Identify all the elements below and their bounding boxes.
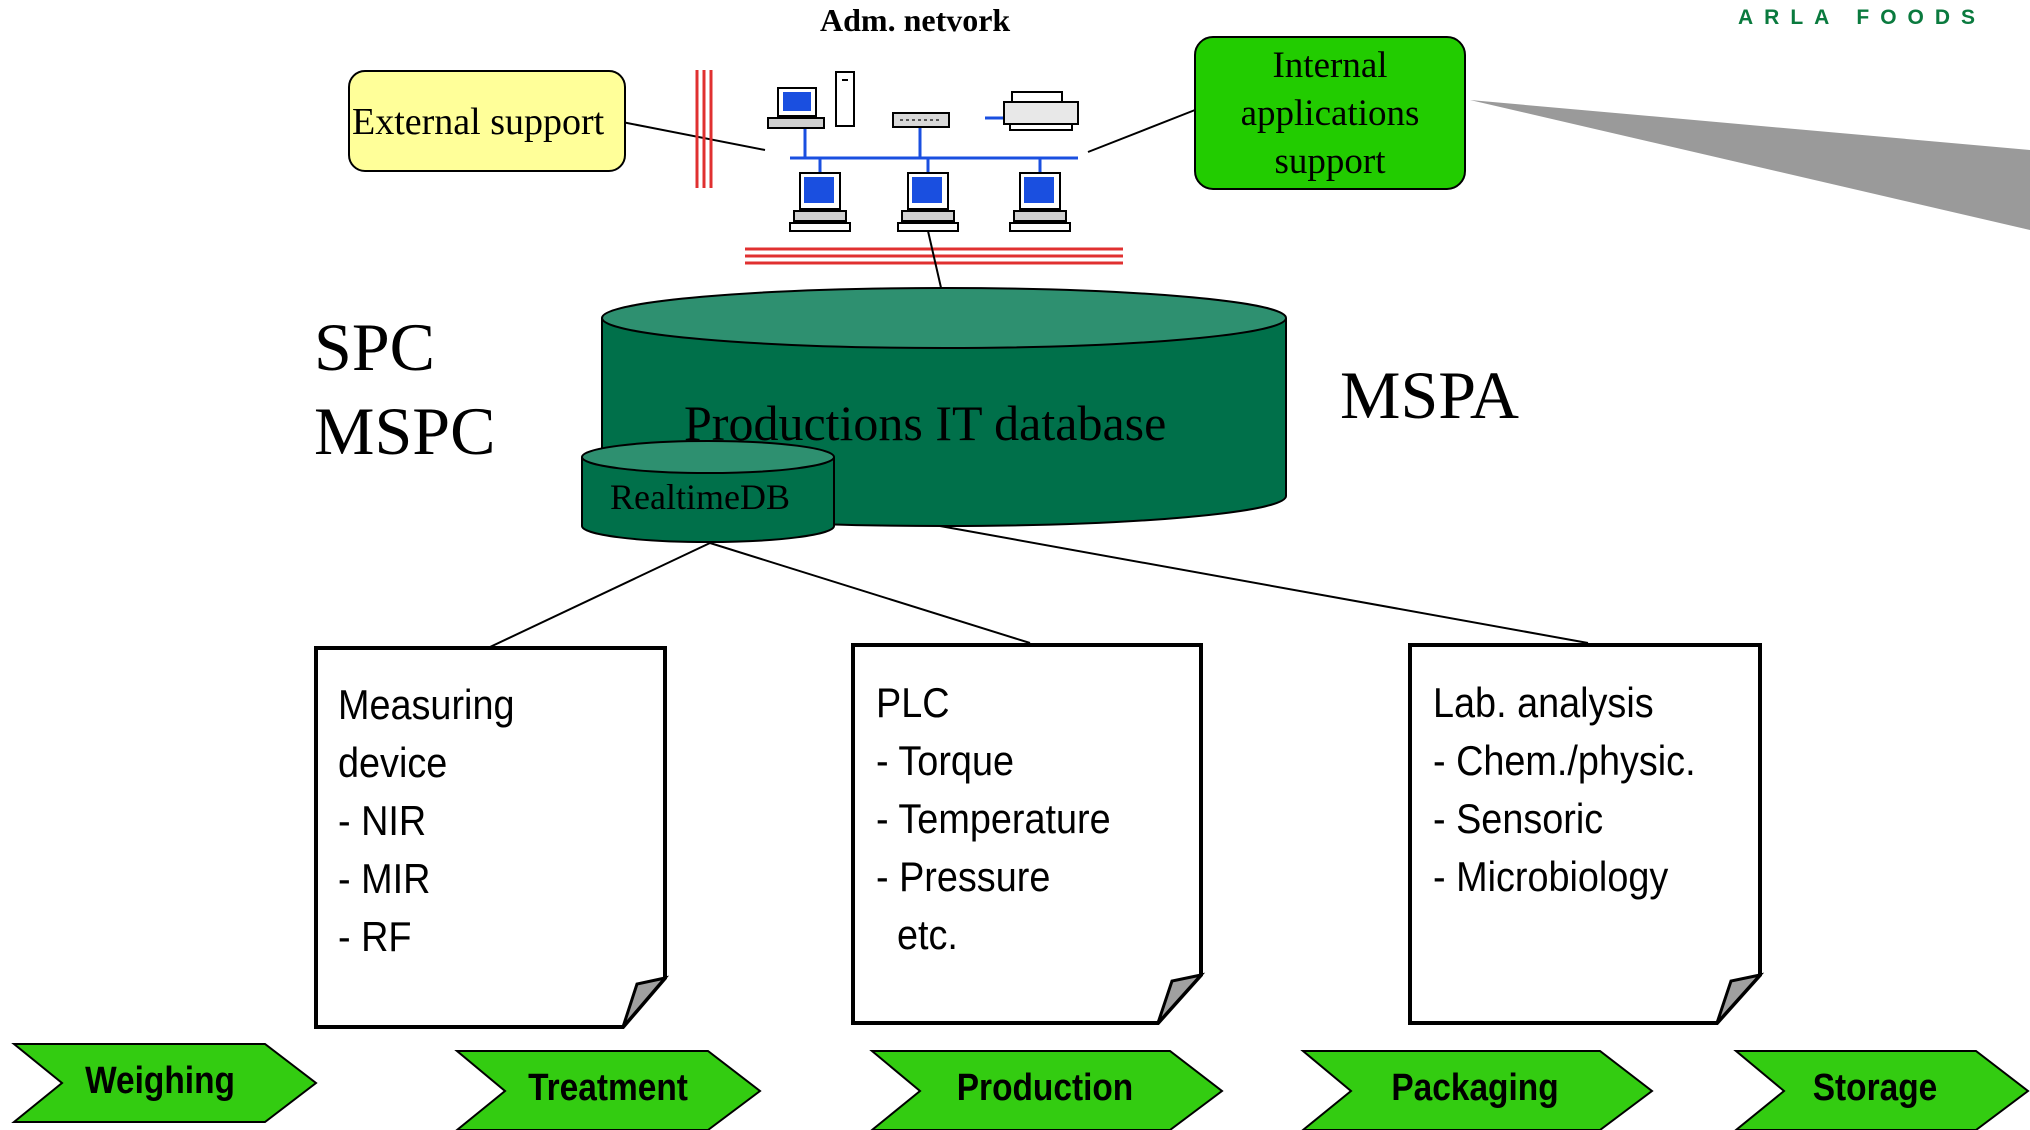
server-computer-icon (767, 71, 855, 129)
doc-line: - Chem./physic. (1433, 737, 1696, 784)
adm-network-title: Adm. netvork (820, 2, 1011, 38)
process-step-storage (1733, 1050, 2030, 1130)
method-label-spc: SPC (314, 309, 435, 385)
db-to-plc-connector (709, 542, 1031, 644)
doc-line: etc. (876, 911, 958, 958)
process-step-packaging (1300, 1050, 1654, 1130)
internal-support-connector (1087, 109, 1196, 153)
doc-line: - Sensoric (1433, 795, 1604, 842)
projection-beam (1470, 100, 2030, 230)
document-plc (851, 643, 1206, 1025)
process-step-weighing (11, 1043, 318, 1123)
document-measuring-device (314, 646, 670, 1029)
doc-line: Measuring (338, 681, 515, 728)
process-step-label-weighing: Weighing (85, 1060, 235, 1102)
internal-support-box (1194, 36, 1466, 190)
brand-logo-text: ARLA FOODS (1738, 6, 1987, 29)
external-support-box (348, 70, 626, 172)
process-step-label-packaging: Packaging (1391, 1067, 1559, 1109)
realtime-db-cylinder (581, 440, 835, 543)
process-step-label-production: Production (956, 1067, 1134, 1109)
db-to-lab-connector (939, 525, 1589, 644)
productions-db-label: Productions IT database (684, 395, 1167, 451)
network-to-db-connector (927, 230, 943, 293)
method-label-mspa: MSPA (1340, 357, 1519, 433)
doc-line: - Temperature (876, 795, 1111, 842)
internal-support-line: applications (1240, 93, 1420, 134)
internal-support-line: support (1274, 141, 1386, 182)
method-label-mspc: MSPC (314, 393, 496, 469)
external-support-connector (621, 121, 766, 151)
doc-line: device (338, 739, 448, 786)
internal-support-label: Internal applications support (1195, 42, 1465, 186)
process-step-label-storage: Storage (1812, 1067, 1938, 1109)
db-to-measuring-connector (489, 542, 711, 648)
plc-text: PLC - Torque - Temperature - Pressure et… (876, 674, 1111, 964)
document-lab-analysis (1408, 643, 1765, 1025)
workstation-icon (897, 172, 959, 232)
external-support-label: External support (352, 101, 605, 143)
process-step-treatment (454, 1050, 762, 1130)
printer-icon (1003, 91, 1079, 131)
left-method-labels: SPC MSPC (314, 305, 495, 473)
doc-line: - RF (338, 913, 412, 960)
workstation-icon (789, 172, 851, 232)
doc-line: - Microbiology (1433, 853, 1669, 900)
doc-line: - NIR (338, 797, 427, 844)
measuring-device-text: Measuring device - NIR - MIR - RF (338, 676, 514, 966)
realtime-db-label: RealtimeDB (610, 477, 790, 517)
lab-analysis-text: Lab. analysis - Chem./physic. - Sensoric… (1433, 674, 1696, 906)
vertical-firewall (695, 70, 713, 188)
network-hub-icon (892, 112, 950, 128)
process-step-production (869, 1050, 1224, 1130)
doc-line: - MIR (338, 855, 431, 902)
doc-line: PLC (876, 679, 950, 726)
doc-line: Lab. analysis (1433, 679, 1654, 726)
process-step-label-treatment: Treatment (528, 1067, 688, 1109)
doc-line: - Torque (876, 737, 1014, 784)
doc-line: - Pressure (876, 853, 1051, 900)
internal-support-line: Internal (1272, 45, 1388, 86)
workstation-icon (1009, 172, 1071, 232)
